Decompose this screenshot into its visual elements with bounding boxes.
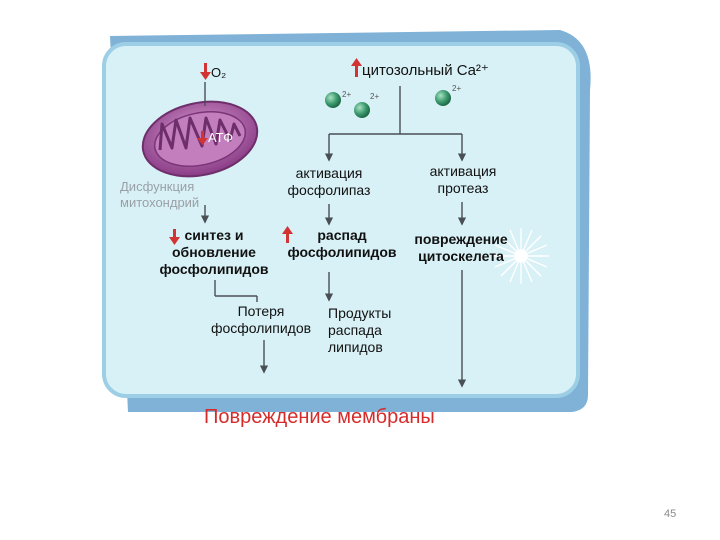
flow-connectors (200, 82, 467, 388)
up-arrow-icon (282, 226, 293, 243)
ca-ion-icon (354, 102, 370, 118)
o2-label: O₂ (211, 65, 227, 80)
cytoskeleton-burst-icon (493, 228, 549, 284)
cytosolic-ca-label: цитозольный Ca²⁺ (362, 62, 489, 79)
lipid-products-label: Продукты распада липидов (328, 305, 392, 355)
down-arrow-icon (169, 229, 180, 245)
ion-charge-label: 2+ (452, 84, 462, 93)
atp-label: АТФ (208, 130, 234, 145)
phospholipid-loss-label: Потеря фосфолипидов (210, 303, 312, 336)
page-number: 45 (664, 508, 677, 520)
breakdown-label: распад фосфолипидов (287, 227, 397, 260)
down-arrow-icon (200, 63, 211, 80)
ca-ion-icon (435, 90, 451, 106)
down-arrow-icon (197, 131, 208, 145)
synthesis-renewal-label: синтез и обновление фосфолипидов (159, 227, 269, 277)
ca-ion-icon (325, 92, 341, 108)
phospholipase-activation-label: активация фосфолипаз (287, 165, 371, 198)
mito-dysfunction-label: Дисфункция митохондрий (120, 179, 200, 210)
ion-charge-label: 2+ (370, 92, 380, 101)
up-arrow-icon (351, 58, 362, 77)
ion-charge-label: 2+ (342, 90, 352, 99)
membrane-damage-title: Повреждение мембраны (204, 406, 435, 428)
cytoskeleton-damage-label: повреждение цитоскелета (414, 231, 508, 264)
protease-activation-label: активация протеаз (429, 163, 497, 196)
